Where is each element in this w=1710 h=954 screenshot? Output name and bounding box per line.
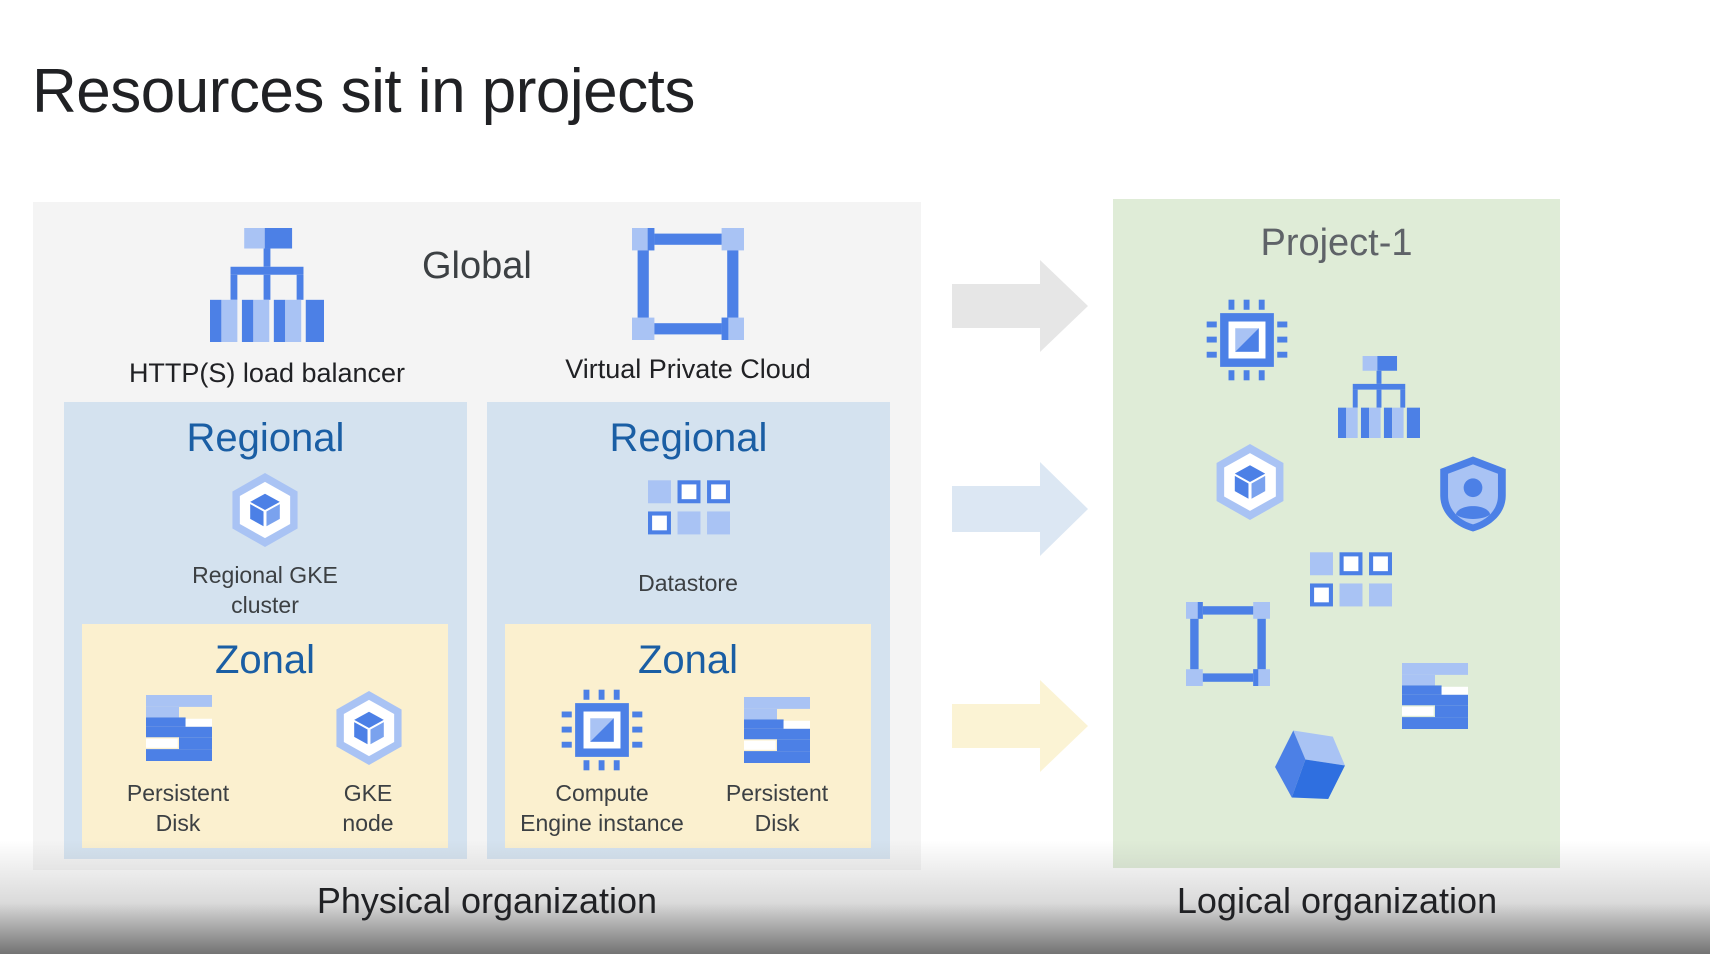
arrow-global-icon [952,260,1088,352]
load-balancer-label: HTTP(S) load balancer [128,358,406,388]
cube-icon [1270,726,1350,802]
physical-organization-caption: Physical organization [316,880,658,921]
persistent-disk-label: Persistent Disk [100,778,256,838]
vpc-icon [632,228,744,340]
persistent-disk-icon [146,688,212,768]
page-title: Resources sit in projects [32,57,695,126]
zonal-box-right: Zonal [505,624,871,848]
regional-title: Regional [186,416,345,460]
compute-engine-label: Compute Engine instance [510,778,694,838]
compute-line2: Engine instance [520,810,684,836]
load-balancer-icon [210,228,324,342]
regional-title: Regional [609,416,768,460]
compute-engine-icon [560,688,644,772]
regional-gke-cluster-label: Regional GKE cluster [165,560,365,620]
disk-line1: Persistent [725,780,829,806]
project-title: Project-1 [1260,222,1413,264]
load-balancer-icon [1338,356,1420,438]
regional-gke-line1: Regional GKE [192,562,338,588]
zonal-title: Zonal [214,638,316,682]
zonal-title: Zonal [637,638,739,682]
regional-gke-line2: cluster [231,592,299,618]
arrow-zonal-icon [952,680,1088,772]
disk-line1: Persistent [126,780,230,806]
datastore-icon [648,480,730,538]
persistent-disk-icon [1402,656,1468,736]
vpc-label: Virtual Private Cloud [565,354,811,384]
datastore-icon [1310,552,1392,610]
node-line2: node [342,810,394,836]
persistent-disk-icon [744,690,810,770]
gke-icon [1212,442,1288,522]
logical-organization-caption: Logical organization [1176,880,1498,921]
arrow-regional-icon [952,462,1088,556]
node-line1: GKE [343,780,393,806]
datastore-label: Datastore [638,570,738,596]
persistent-disk-label: Persistent Disk [710,778,844,838]
compute-line1: Compute [555,780,649,806]
iam-shield-icon [1434,452,1512,536]
compute-engine-icon [1205,298,1289,382]
disk-line2: Disk [754,810,800,836]
gke-node-label: GKE node [308,778,428,838]
global-label: Global [422,245,532,287]
gke-icon [332,688,406,768]
gke-icon [228,472,302,548]
disk-line2: Disk [155,810,201,836]
vpc-icon [1186,602,1270,686]
